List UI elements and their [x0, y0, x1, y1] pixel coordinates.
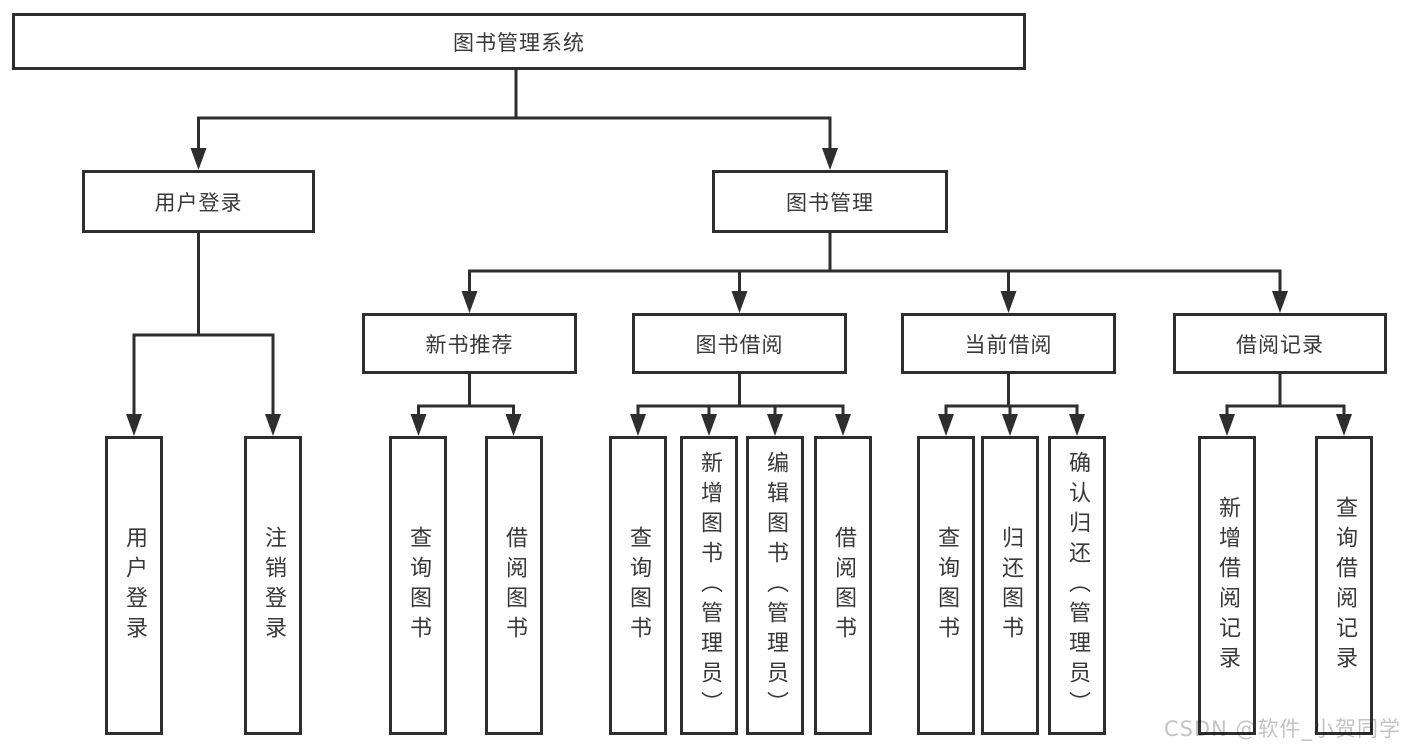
node-book-borrow: 图书借阅 [632, 313, 847, 374]
leaf-add-books-admin: 新增图书（管理员） [680, 436, 738, 735]
leaf-logout: 注销登录 [244, 436, 302, 735]
leaf-confirm-return-admin: 确认归还（管理员） [1048, 436, 1106, 735]
leaf-borrow-books-label: 借阅图书 [831, 525, 856, 646]
leaf-confirm-return-admin-label: 确认归还（管理员） [1065, 450, 1090, 721]
node-book-management-branch-label: 图书管理 [786, 190, 874, 215]
node-root-system-label: 图书管理系统 [453, 30, 585, 55]
csdn-watermark: CSDN @软件_小贺同学 [1163, 717, 1401, 741]
leaf-recommend-borrow-books-label: 借阅图书 [502, 525, 527, 646]
node-user-login-branch: 用户登录 [82, 170, 315, 233]
leaf-user-login-label: 用户登录 [122, 525, 147, 646]
leaf-query-borrow-record-label: 查询借阅记录 [1332, 495, 1357, 676]
leaf-return-books-label: 归还图书 [998, 525, 1023, 646]
node-new-book-recommend-label: 新书推荐 [425, 332, 514, 357]
node-borrow-records-label: 借阅记录 [1236, 332, 1324, 357]
leaf-add-borrow-record-label: 新增借阅记录 [1215, 495, 1240, 676]
leaf-current-query-books-label: 查询图书 [934, 525, 959, 646]
leaf-recommend-borrow-books: 借阅图书 [485, 436, 543, 735]
leaf-logout-label: 注销登录 [261, 525, 286, 646]
node-current-borrow-label: 当前借阅 [964, 332, 1053, 357]
node-user-login-branch-label: 用户登录 [154, 190, 243, 215]
node-new-book-recommend: 新书推荐 [362, 313, 577, 374]
leaf-recommend-query-books-label: 查询图书 [406, 525, 431, 646]
arrowhead-icons [126, 148, 1352, 436]
node-book-borrow-label: 图书借阅 [695, 332, 784, 357]
leaf-current-query-books: 查询图书 [917, 436, 975, 735]
node-book-management-branch: 图书管理 [712, 170, 948, 233]
leaf-return-books: 归还图书 [981, 436, 1039, 735]
leaf-borrow-books: 借阅图书 [814, 436, 872, 735]
leaf-borrow-query-books: 查询图书 [609, 436, 667, 735]
leaf-edit-books-admin: 编辑图书（管理员） [746, 436, 804, 735]
node-root-system: 图书管理系统 [12, 13, 1026, 70]
leaf-borrow-query-books-label: 查询图书 [626, 525, 651, 646]
node-current-borrow: 当前借阅 [901, 313, 1116, 374]
leaf-add-books-admin-label: 新增图书（管理员） [697, 450, 722, 721]
leaf-recommend-query-books: 查询图书 [389, 436, 447, 735]
leaf-query-borrow-record: 查询借阅记录 [1315, 436, 1373, 735]
leaf-user-login: 用户登录 [105, 436, 163, 735]
leaf-add-borrow-record: 新增借阅记录 [1198, 436, 1256, 735]
leaf-edit-books-admin-label: 编辑图书（管理员） [763, 450, 788, 721]
node-borrow-records: 借阅记录 [1173, 313, 1387, 374]
